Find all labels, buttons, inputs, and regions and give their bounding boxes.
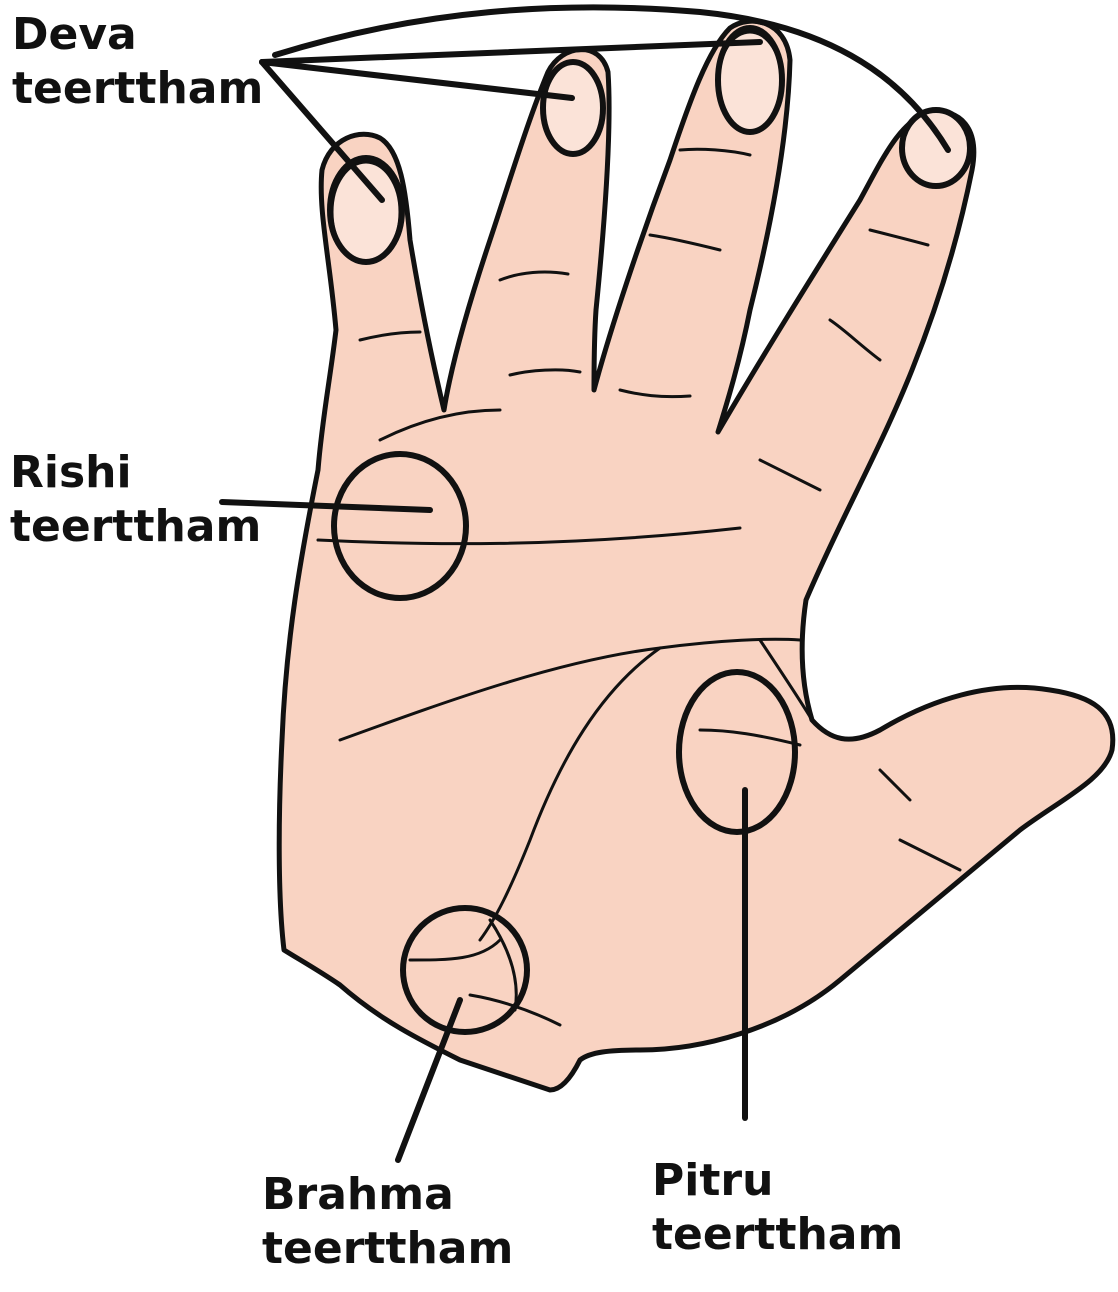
pitru-label-line1: Pitru	[652, 1154, 903, 1208]
deva-pointer-ring	[262, 42, 760, 62]
deva-label-line2: teerttham	[12, 62, 263, 116]
rishi-teerttham-label: Rishi teerttham	[10, 446, 261, 554]
deva-teerttham-label: Deva teerttham	[12, 8, 263, 116]
hand-illustration	[279, 21, 1113, 1090]
pitru-label-line2: teerttham	[652, 1208, 903, 1262]
rishi-label-line2: teerttham	[10, 500, 261, 554]
hand-palm	[279, 21, 1113, 1090]
deva-pointer-middle	[262, 62, 572, 98]
brahma-label-line1: Brahma	[262, 1168, 513, 1222]
pitru-teerttham-label: Pitru teerttham	[652, 1154, 903, 1262]
deva-label-line1: Deva	[12, 8, 263, 62]
deva-arc	[275, 7, 948, 150]
brahma-teerttham-label: Brahma teerttham	[262, 1168, 513, 1276]
rishi-label-line1: Rishi	[10, 446, 261, 500]
brahma-label-line2: teerttham	[262, 1222, 513, 1276]
